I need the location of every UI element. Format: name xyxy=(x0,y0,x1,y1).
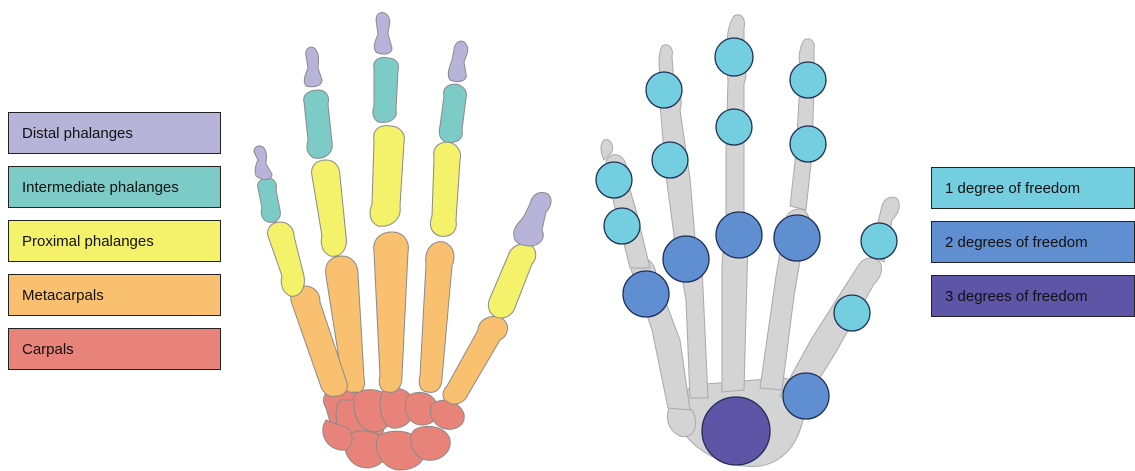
joint-2dof xyxy=(663,236,709,282)
joint-2dof xyxy=(716,212,762,258)
joint-1dof xyxy=(604,208,640,244)
joint-3dof xyxy=(702,397,770,465)
index-finger-bones xyxy=(419,41,467,392)
joint-1dof xyxy=(716,109,752,145)
carpal-bones xyxy=(323,387,464,470)
joint-1dof xyxy=(652,142,688,178)
joint-1dof xyxy=(715,38,753,76)
thumb-bones xyxy=(443,192,551,404)
joint-1dof xyxy=(790,126,826,162)
joint-2dof xyxy=(623,271,669,317)
joint-1dof xyxy=(834,295,870,331)
joint-1dof xyxy=(646,72,682,108)
joint-1dof xyxy=(861,223,897,259)
joint-1dof xyxy=(596,162,632,198)
colored-hand-skeleton xyxy=(254,13,551,470)
joint-1dof xyxy=(790,62,826,98)
joint-2dof xyxy=(774,215,820,261)
joint-2dof xyxy=(783,373,829,419)
middle-finger-bones xyxy=(370,13,408,393)
